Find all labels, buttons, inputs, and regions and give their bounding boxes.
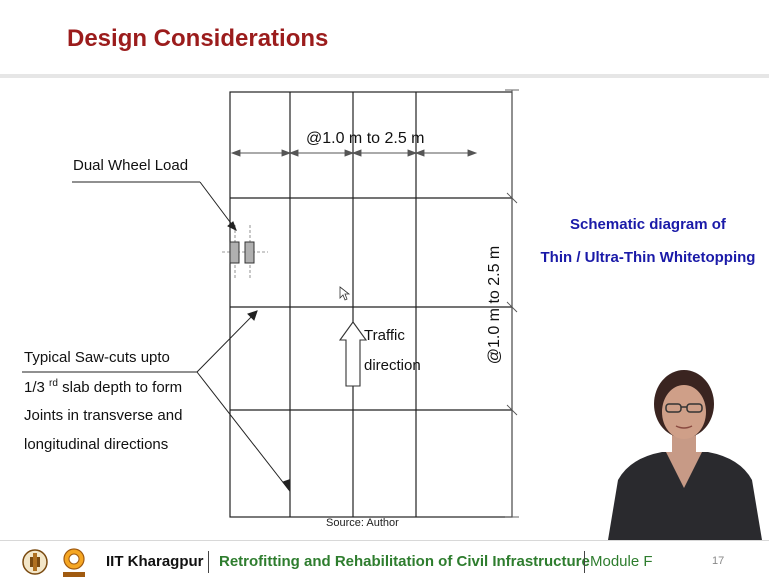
horizontal-spacing-label: @1.0 m to 2.5 m	[306, 130, 425, 147]
sawcut-line-4: longitudinal directions	[24, 436, 169, 453]
page-number: 17	[712, 555, 725, 567]
footer-divider-1	[208, 551, 209, 573]
traffic-arrow	[338, 321, 368, 387]
footer-module: Module F	[590, 553, 653, 570]
slab-grid	[229, 91, 513, 518]
sawcut-line-1: Typical Saw-cuts upto	[24, 349, 170, 366]
slab-diagram	[22, 89, 519, 518]
footer-divider-2	[584, 551, 585, 573]
sawcut-leaders	[22, 310, 290, 492]
vertical-dimension	[505, 89, 519, 518]
sawcut-line-2: 1/3 rd slab depth to form	[24, 378, 183, 396]
nptel-logo-icon	[63, 548, 85, 577]
footer-course: Retrofitting and Rehabilitation of Civil…	[219, 553, 590, 570]
wheel-right	[244, 241, 255, 264]
side-title-line1: Schematic diagram of	[570, 216, 726, 233]
mouse-cursor-icon	[339, 286, 351, 301]
sawcut-line-3: Joints in transverse and	[24, 407, 183, 424]
traffic-label-line2: direction	[364, 357, 421, 374]
footer-institute: IIT Kharagpur	[106, 553, 204, 570]
title-divider	[0, 74, 769, 78]
wheel-left	[229, 241, 240, 264]
dual-wheel-label: Dual Wheel Load	[73, 157, 189, 174]
dual-wheel-load	[222, 225, 268, 280]
side-title-line2: Thin / Ultra-Thin Whitetopping	[540, 249, 756, 266]
presenter-video	[600, 360, 769, 540]
iit-logo-icon	[22, 549, 48, 575]
traffic-label-line1: Traffic	[364, 327, 405, 344]
vertical-spacing-label: @1.0 m to 2.5 m	[486, 245, 503, 365]
dual-wheel-leader	[72, 181, 237, 232]
source-caption: Source: Author	[326, 517, 399, 529]
sawcut-superscript: rd	[49, 378, 58, 389]
footer-bar: IIT Kharagpur Retrofitting and Rehabilit…	[0, 540, 769, 583]
slide-title: Design Considerations	[67, 25, 329, 52]
horizontal-dimension	[230, 149, 478, 157]
